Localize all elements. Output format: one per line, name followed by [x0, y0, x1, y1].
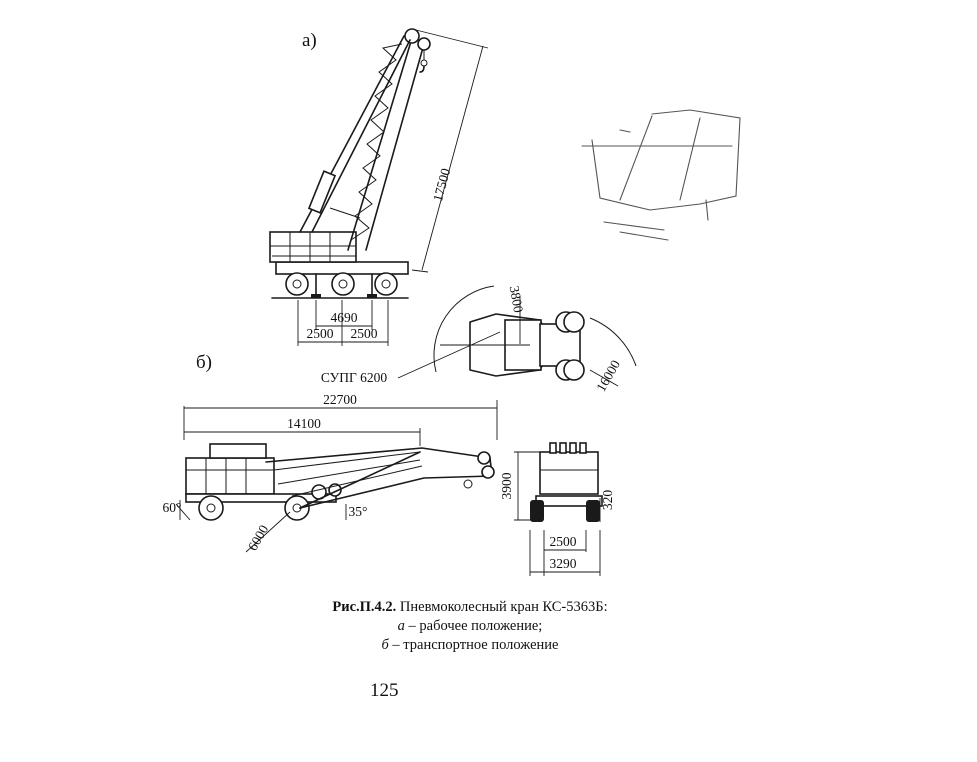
- caption-a-letter: а: [397, 618, 405, 634]
- view-a-label: а): [302, 30, 317, 51]
- caption-title: Пневмоколесный кран КС-5363Б:: [399, 599, 608, 615]
- dim-22700: 22700: [323, 392, 357, 407]
- dim-supg: СУПГ 6200: [321, 370, 388, 385]
- dim-4690: 4690: [331, 310, 358, 325]
- crane-plan-view: [397, 285, 637, 387]
- dim-2500-right: 2500: [351, 326, 378, 341]
- dim-3800: 3800: [507, 285, 527, 314]
- caption-b-letter: б: [381, 637, 389, 653]
- view-b-label: б): [196, 352, 212, 373]
- dim-6000: 6000: [245, 522, 272, 553]
- dim-60-deg: 60°: [163, 500, 182, 515]
- page-number: 125: [370, 680, 399, 701]
- dim-16000: 16000: [593, 357, 623, 394]
- caption-a-line: а – рабочее положение;: [200, 617, 740, 636]
- dim-14100: 14100: [287, 416, 321, 431]
- caption-b-text: – транспортное положение: [388, 637, 559, 653]
- dim-3290: 3290: [550, 556, 577, 571]
- crane-transport-view: [175, 400, 498, 553]
- caption-a-text: – рабочее положение;: [404, 618, 543, 634]
- crane-working-view: [269, 28, 489, 346]
- caption-b-line: б – транспортное положение: [200, 636, 740, 655]
- dim-17500: 17500: [430, 166, 453, 203]
- caption-ref: Рис.П.4.2.: [332, 599, 397, 615]
- pencil-sketch: [581, 109, 741, 241]
- dim-2500-track: 2500: [550, 534, 577, 549]
- dim-3900: 3900: [499, 472, 514, 499]
- caption-title-line: Рис.П.4.2. Пневмоколесный кран КС-5363Б:: [200, 598, 740, 617]
- dim-320: 320: [600, 490, 615, 511]
- figure-caption: Рис.П.4.2. Пневмоколесный кран КС-5363Б:…: [200, 598, 740, 655]
- dim-35-deg: 35°: [349, 504, 368, 519]
- dim-2500-left: 2500: [307, 326, 334, 341]
- crane-front-view: [514, 442, 603, 576]
